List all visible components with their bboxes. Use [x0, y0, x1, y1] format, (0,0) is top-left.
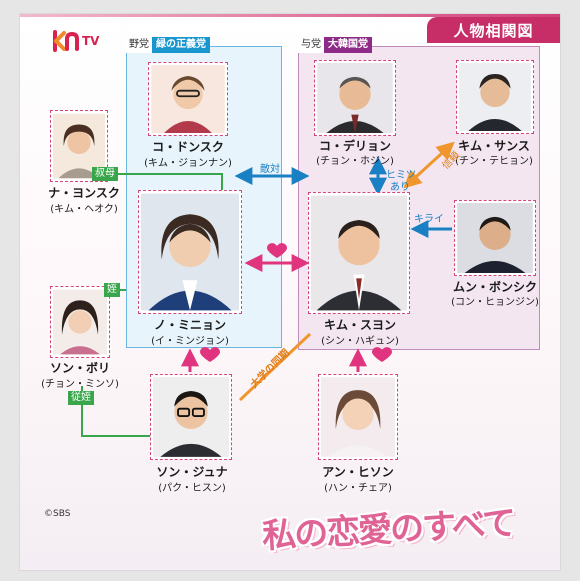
label-dislike: キライ [414, 214, 444, 225]
label-niece: 姪 [104, 283, 120, 297]
channel-logo: TV [52, 28, 99, 54]
name-son-juna: ソン・ジュナ [156, 465, 228, 479]
opposition-party-label: 野党 緑の正義党 [126, 37, 210, 53]
photo-ko-derion [314, 60, 396, 136]
label-cousin-niece: 従姪 [68, 391, 94, 405]
actor-son-bori: (チョン・ミンソ) [41, 379, 119, 390]
actor-na-yonsuku: (キム・ヘオク) [50, 204, 118, 215]
name-na-yonsuku: ナ・ヨンスク [48, 186, 120, 200]
label-secret-2: あり [390, 182, 410, 193]
photo-son-juna [150, 374, 232, 460]
name-an-hison: アン・ヒソン [322, 465, 394, 479]
portrait-icon [153, 377, 229, 457]
copyright-credit: ©SBS [44, 509, 71, 519]
portrait-icon [151, 65, 225, 133]
ruling-party-label: 与党 大韓国党 [298, 37, 372, 53]
portrait-icon [141, 193, 239, 311]
logo-text: TV [82, 34, 100, 48]
name-son-bori: ソン・ボリ [49, 361, 111, 375]
header-stripe [20, 14, 560, 17]
label-secret-1: ヒミツ [386, 170, 416, 181]
portrait-icon [321, 377, 395, 457]
chart-title: 人物相関図 [427, 17, 560, 43]
photo-na-yonsuku [50, 110, 108, 182]
photo-kim-sansu [456, 60, 534, 134]
name-kim-sansu: キム・サンス [458, 139, 530, 153]
portrait-icon [311, 195, 407, 311]
photo-mun-bonsiku [454, 200, 536, 276]
name-kim-suyon: キム・スヨン [323, 318, 397, 332]
photo-no-minyon [138, 190, 242, 314]
actor-an-hison: (ハン・チェア) [324, 483, 392, 494]
logo-mark-icon [52, 29, 80, 53]
actor-kim-suyon: (シン・ハギュン) [321, 336, 399, 347]
actor-kim-sansu: (チン・テヒョン) [455, 156, 533, 167]
label-aunt: 叔母 [92, 167, 118, 181]
actor-son-juna: (パク・ヒスン) [158, 483, 226, 494]
portrait-icon [457, 203, 533, 273]
name-no-minyon: ノ・ミニョン [153, 318, 227, 332]
actor-ko-derion: (チョン・ホジン) [316, 156, 394, 167]
actor-mun-bonsiku: (コン・ヒョンジン) [451, 297, 539, 308]
photo-an-hison [318, 374, 398, 460]
portrait-icon [53, 289, 107, 355]
portrait-icon [459, 63, 531, 131]
portrait-icon [317, 63, 393, 133]
name-ko-donsuku: コ・ドンスク [152, 140, 224, 154]
actor-ko-donsuku: (キム・ジョンナン) [144, 158, 232, 169]
photo-ko-donsuku [148, 62, 228, 136]
photo-kim-suyon [308, 192, 410, 314]
name-ko-derion: コ・デリョン [318, 139, 392, 153]
label-rival: 敵対 [260, 164, 280, 175]
name-mun-bonsiku: ムン・ボンシク [452, 280, 538, 294]
actor-no-minyon: (イ・ミンジョン) [151, 336, 229, 347]
photo-son-bori [50, 286, 110, 358]
